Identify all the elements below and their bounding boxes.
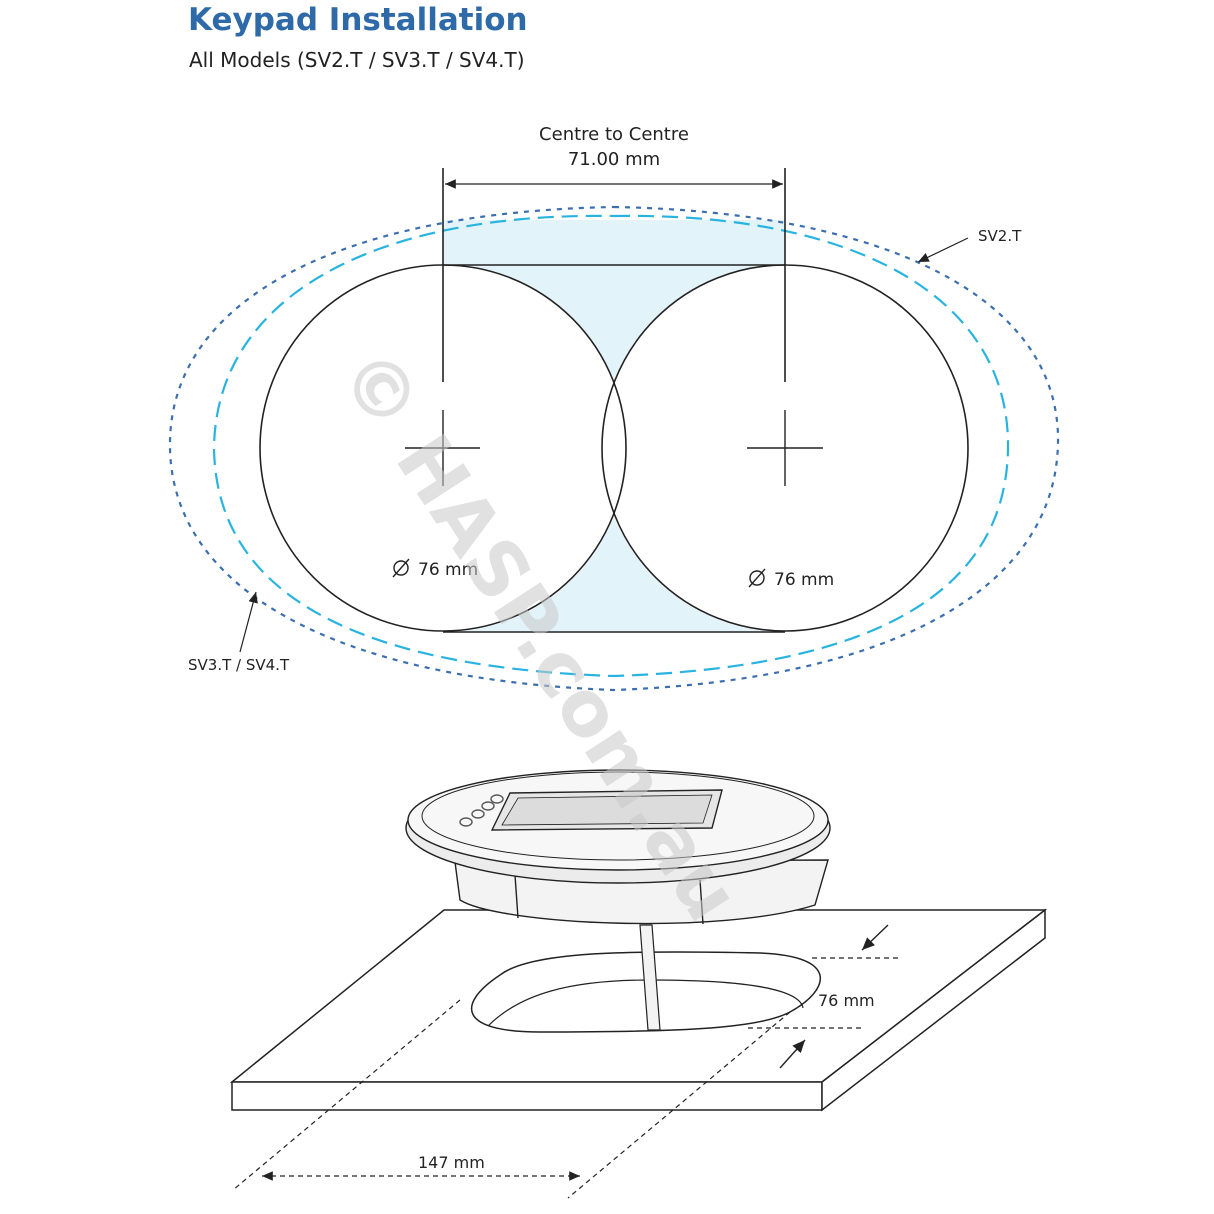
cutout-fill-region <box>443 264 785 633</box>
label-sv2: SV2.T <box>978 227 1022 245</box>
right-diameter-label: 76 mm <box>774 570 834 590</box>
outline-sv2 <box>168 205 1060 692</box>
left-centre-mark <box>405 410 480 486</box>
leader-sv34 <box>239 591 258 653</box>
hole-length-label: 147 mm <box>418 1153 485 1172</box>
hole-width-label: 76 mm <box>818 991 875 1010</box>
diameter-icon <box>392 558 410 578</box>
left-diameter-label: 76 mm <box>418 560 478 580</box>
dim-76-arrow-bottom <box>779 1039 806 1069</box>
dim-76-arrow-top <box>861 924 889 951</box>
page-title: Keypad Installation <box>188 2 528 38</box>
dim-147-ext-right <box>567 1011 791 1199</box>
leader-sv2 <box>917 237 969 263</box>
diameter-icon <box>748 568 766 588</box>
right-centre-mark <box>747 410 823 486</box>
dim-caption: Centre to Centre <box>539 124 689 145</box>
dim-147-ext-left <box>232 999 461 1191</box>
keypad-device <box>405 769 831 1031</box>
keypad-buttons <box>459 794 504 827</box>
page-subtitle: All Models (SV2.T / SV3.T / SV4.T) <box>189 48 525 72</box>
outline-sv34 <box>212 214 1010 678</box>
cutout-fill-top <box>443 220 785 265</box>
dim-value: 71.00 mm <box>568 149 660 170</box>
label-sv34: SV3.T / SV4.T <box>188 656 290 674</box>
